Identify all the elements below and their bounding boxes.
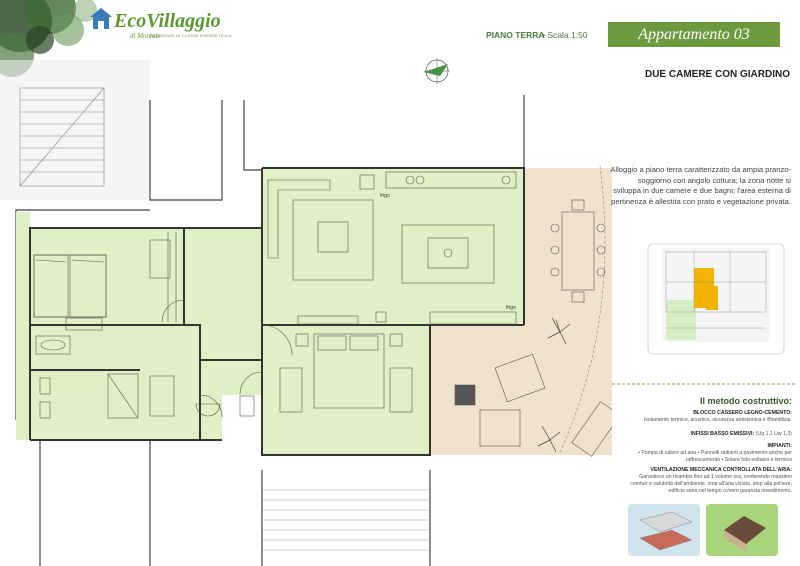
compass-icon: [424, 58, 450, 84]
living-area: [267, 171, 517, 325]
apartment-walls: [29, 167, 525, 456]
construction-block-image: [628, 504, 700, 556]
plan-description: Alloggio a piano terra caratterizzato da…: [610, 165, 791, 206]
house-logo-icon: [90, 8, 112, 29]
bathroom-left: [35, 335, 175, 419]
floor-label: PIANO TERRA: [486, 30, 545, 40]
frigo-label-top: frigo: [380, 193, 390, 199]
plan-subtitle: DUE CAMERE CON GIARDINO: [644, 69, 790, 80]
method-heading-block: BLOCCO CASSERO LEGNO-CEMENTO:: [693, 410, 792, 416]
logo-tagline: RESIDENZE IN CLASSE ENERGETICA A: [150, 33, 232, 38]
garden-plants: [537, 317, 571, 453]
scale-label: • Scala 1:50: [542, 30, 588, 40]
logo-subtitle: di Montale: [130, 32, 161, 40]
method-text-block: Isolamento termico, acustico, sicurezza …: [643, 417, 792, 423]
house-render-image: [706, 504, 778, 556]
frigo-label-bottom: frigo: [506, 305, 516, 311]
method-text-ventilation: Garantisce un ricambio fino ad 1 volume …: [630, 474, 792, 494]
stair-bottom: [262, 489, 430, 551]
logo-name: EcoVillaggio: [114, 10, 221, 32]
key-plan-thumbnail: [647, 243, 785, 355]
method-heading-systems: IMPIANTI:: [767, 443, 793, 449]
doors: [161, 299, 293, 418]
method-heading-ventilation: VENTILAZIONE MECCANICA CONTROLLATA DELL'…: [650, 467, 792, 473]
bathroom-center: [195, 395, 255, 417]
bedroom-center: [279, 333, 413, 413]
method-heading-windows: INFISSI BASSO EMISSIVI:: [690, 431, 755, 437]
apartment-title: Appartamento 03: [608, 22, 780, 47]
method-text-systems: • Pompa di calore ad aria • Pannelli rad…: [638, 450, 792, 463]
bedroom-left: [33, 232, 177, 331]
method-row-windows: INFISSI BASSO EMISSIVI: (Ug 1,1 Uw 1,3): [691, 431, 792, 437]
garden-furniture: [454, 165, 621, 457]
garden-area: [430, 168, 612, 455]
interior-area: [16, 168, 524, 455]
method-text-windows: (Ug 1,1 Uw 1,3): [755, 431, 792, 437]
staircase: [19, 87, 105, 187]
shadow-area: [0, 60, 150, 200]
method-title: Il metodo costruttivo:: [700, 396, 792, 406]
